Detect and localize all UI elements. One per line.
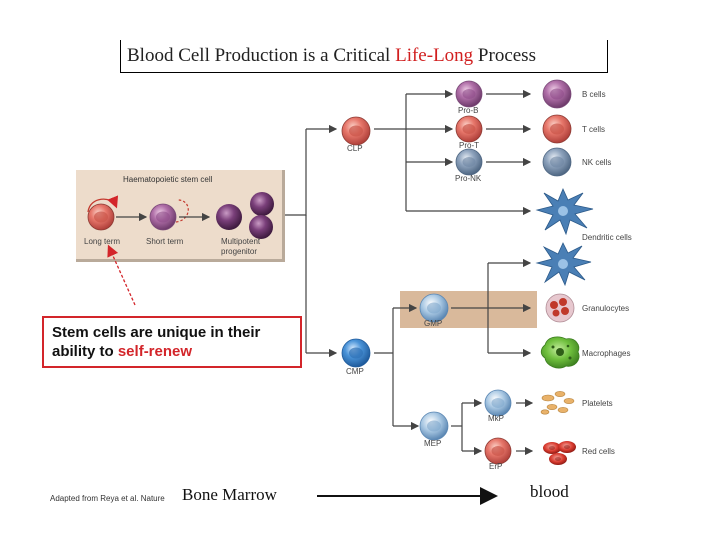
long-term-label: Long term xyxy=(84,237,120,246)
mep-cell xyxy=(419,411,449,441)
short-term-hsc-cell xyxy=(149,199,189,231)
pro-t-label: Pro-T xyxy=(459,141,479,150)
platelets-icon xyxy=(540,391,575,415)
t-cells-label: T cells xyxy=(582,125,605,134)
short-term-label: Short term xyxy=(146,237,184,246)
pro-nk-label: Pro-NK xyxy=(455,174,482,183)
mkp-cell xyxy=(484,389,512,417)
dendritic-cell-icon-2 xyxy=(535,242,592,287)
dendritic-cell-icon xyxy=(535,187,594,236)
gmp-cell xyxy=(419,293,449,323)
b-cells-label: B cells xyxy=(582,90,606,99)
nk-cell xyxy=(542,147,572,177)
clp-label: CLP xyxy=(347,144,363,153)
progenitor-label: progenitor xyxy=(221,247,257,256)
granulocyte-cell xyxy=(545,293,575,323)
callout-line-2: ability to self-renew xyxy=(52,343,193,360)
multipotent-progenitor-cells xyxy=(216,192,274,239)
erp-label: ErP xyxy=(489,462,502,471)
red-cells-icon xyxy=(543,441,576,465)
mkp-label: MkP xyxy=(488,414,504,423)
pro-b-label: Pro-B xyxy=(458,106,478,115)
lineage-connectors xyxy=(285,89,534,456)
cmp-cell xyxy=(341,338,371,368)
bone-marrow-label: Bone Marrow xyxy=(182,485,277,504)
pro-b-cell xyxy=(455,80,483,108)
clp-cell xyxy=(341,116,371,146)
mep-label: MEP xyxy=(424,439,441,448)
dendritic-cells-label: Dendritic cells xyxy=(582,233,632,242)
slide-title: Blood Cell Production is a Critical Life… xyxy=(127,45,536,66)
erp-cell xyxy=(484,437,512,465)
callout-pointer-arrow xyxy=(107,244,136,306)
credit-text: Adapted from Reya et al. Nature xyxy=(50,494,165,503)
platelets-label: Platelets xyxy=(582,399,613,408)
gmp-label: GMP xyxy=(424,319,442,328)
cmp-label: CMP xyxy=(346,367,364,376)
self-renew-callout: Stem cells are unique in their ability t… xyxy=(42,316,302,368)
title-frame xyxy=(120,40,608,73)
blood-label: blood xyxy=(530,482,569,501)
multipotent-label: Multipotent xyxy=(221,237,261,246)
callout-line-1: Stem cells are unique in their xyxy=(52,324,261,341)
nk-cells-label: NK cells xyxy=(582,158,611,167)
macrophage-cell xyxy=(540,336,580,369)
hsc-heading: Haematopoietic stem cell xyxy=(123,175,213,184)
title-highlight: Life-Long xyxy=(395,45,474,66)
b-cell xyxy=(542,79,572,109)
t-cell xyxy=(542,114,572,144)
granulocytes-label: Granulocytes xyxy=(582,304,629,313)
pro-t-cell xyxy=(455,115,483,143)
red-cells-label: Red cells xyxy=(582,447,615,456)
callout-highlight: self-renew xyxy=(117,343,193,360)
long-term-hsc-cell xyxy=(87,195,119,231)
pro-nk-cell xyxy=(455,148,483,176)
macrophages-label: Macrophages xyxy=(582,349,630,358)
